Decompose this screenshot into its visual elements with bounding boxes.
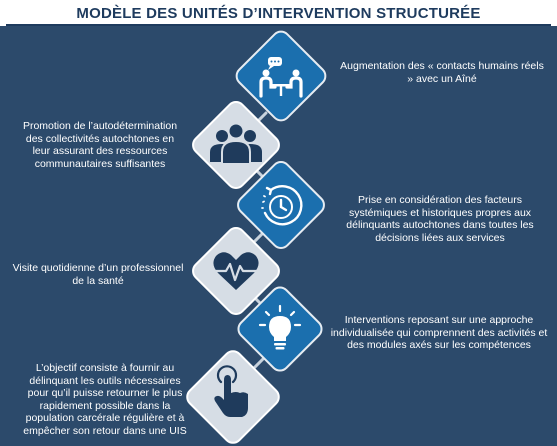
diagram-title: MODÈLE DES UNITÉS D’INTERVENTION STRUCTU… <box>76 4 481 22</box>
heartbeat-icon <box>211 252 261 290</box>
lightbulb-icon <box>258 304 302 350</box>
step-1-caption: Augmentation des « contacts humains réel… <box>340 60 544 85</box>
step-6-caption: L’objectif consiste à fournir au délinqu… <box>23 362 187 437</box>
diagram-title-bar: MODÈLE DES UNITÉS D’INTERVENTION STRUCTU… <box>0 0 557 26</box>
meeting-icon <box>259 57 303 98</box>
touch-hand-icon <box>214 365 248 417</box>
step-2-diamond <box>192 101 280 189</box>
title-underline <box>6 24 551 26</box>
step-1-diamond <box>235 30 327 122</box>
step-3-diamond <box>237 161 325 249</box>
step-3-caption: Prise en considération des facteurs syst… <box>346 194 534 244</box>
community-icon <box>210 122 262 165</box>
step-4-caption: Visite quotidienne d’un professionnel de… <box>12 262 184 287</box>
step-5-caption: Interventions reposant sur une approche … <box>330 314 548 351</box>
step-2-caption: Promotion de l’autodétermination des col… <box>22 120 178 170</box>
step-4-diamond <box>192 227 280 315</box>
step-5-diamond <box>237 286 323 372</box>
history-clock-icon <box>261 185 303 226</box>
step-6-diamond <box>186 350 280 444</box>
